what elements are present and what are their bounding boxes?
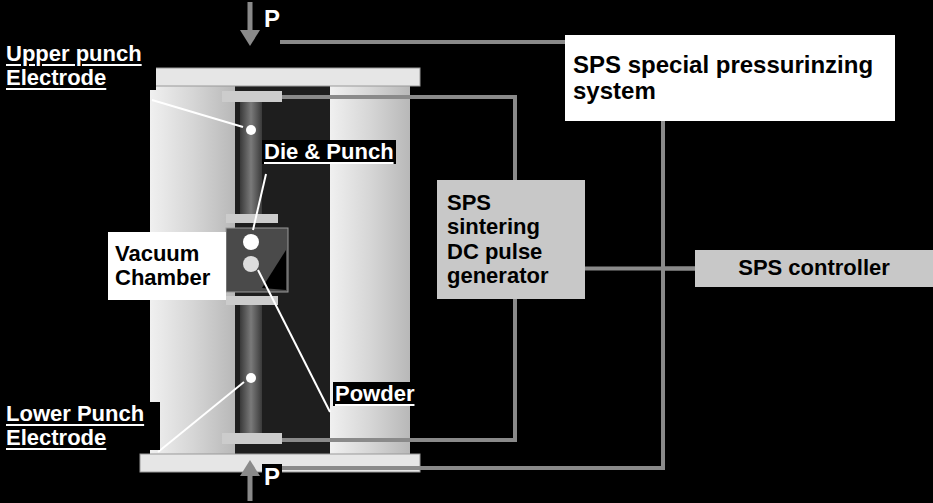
electrode-dot <box>246 373 256 383</box>
pressure-arrow <box>248 474 253 501</box>
leader-line <box>158 382 244 452</box>
connector-line <box>663 121 695 269</box>
electrode-plate <box>222 91 282 102</box>
pressure-arrow <box>248 2 253 32</box>
part-label: Upper punch Electrode <box>4 42 156 90</box>
part-label: Lower Punch Electrode <box>4 402 160 450</box>
leader-line <box>152 100 243 127</box>
punch-plate <box>226 214 278 223</box>
pressure-arrowhead <box>240 460 260 476</box>
label-holder: P <box>262 6 302 32</box>
lower-electrode <box>240 305 262 433</box>
text-holder: SPS controller <box>700 256 928 280</box>
chamber-box: Vacuum Chamber <box>108 232 226 300</box>
pressure-arrowhead <box>240 30 260 46</box>
pulse-wire <box>282 290 515 440</box>
pulse-wire <box>282 97 515 180</box>
pressure-label: P <box>262 464 282 490</box>
leader-line <box>253 174 266 230</box>
label-holder: Die & Punch <box>262 140 432 164</box>
powder-dot <box>243 256 259 272</box>
controller-box: SPS controller <box>695 250 933 287</box>
label-holder: Upper punch Electrode <box>4 42 156 90</box>
upper-electrode <box>240 102 262 214</box>
part-label: Die & Punch <box>262 140 396 164</box>
box-text: SPS special pressurinzing system <box>573 52 887 105</box>
label-holder: P <box>262 464 302 490</box>
label-holder: Lower Punch Electrode <box>4 402 160 450</box>
pressure-label: P <box>262 6 282 32</box>
box-text: SPS sintering DC pulse generator <box>447 191 575 288</box>
chamber-top-plate <box>140 68 420 86</box>
box-text: SPS controller <box>700 256 928 280</box>
text-holder: Vacuum Chamber <box>115 242 219 290</box>
die-block <box>226 228 288 292</box>
generator-box: SPS sintering DC pulse generator <box>437 180 585 299</box>
label-holder: Powder <box>333 382 433 406</box>
part-label: Powder <box>333 382 416 406</box>
box-text: Vacuum Chamber <box>115 242 219 290</box>
punch-dot <box>243 234 259 250</box>
text-holder: SPS special pressurinzing system <box>573 52 887 105</box>
text-holder: SPS sintering DC pulse generator <box>447 191 575 288</box>
electrode-plate <box>222 433 282 444</box>
electrode-dot <box>246 125 256 135</box>
leader-line <box>258 270 330 412</box>
pressure-wire <box>280 40 565 44</box>
punch-plate <box>226 296 278 305</box>
pressurizing-box: SPS special pressurinzing system <box>565 35 895 121</box>
